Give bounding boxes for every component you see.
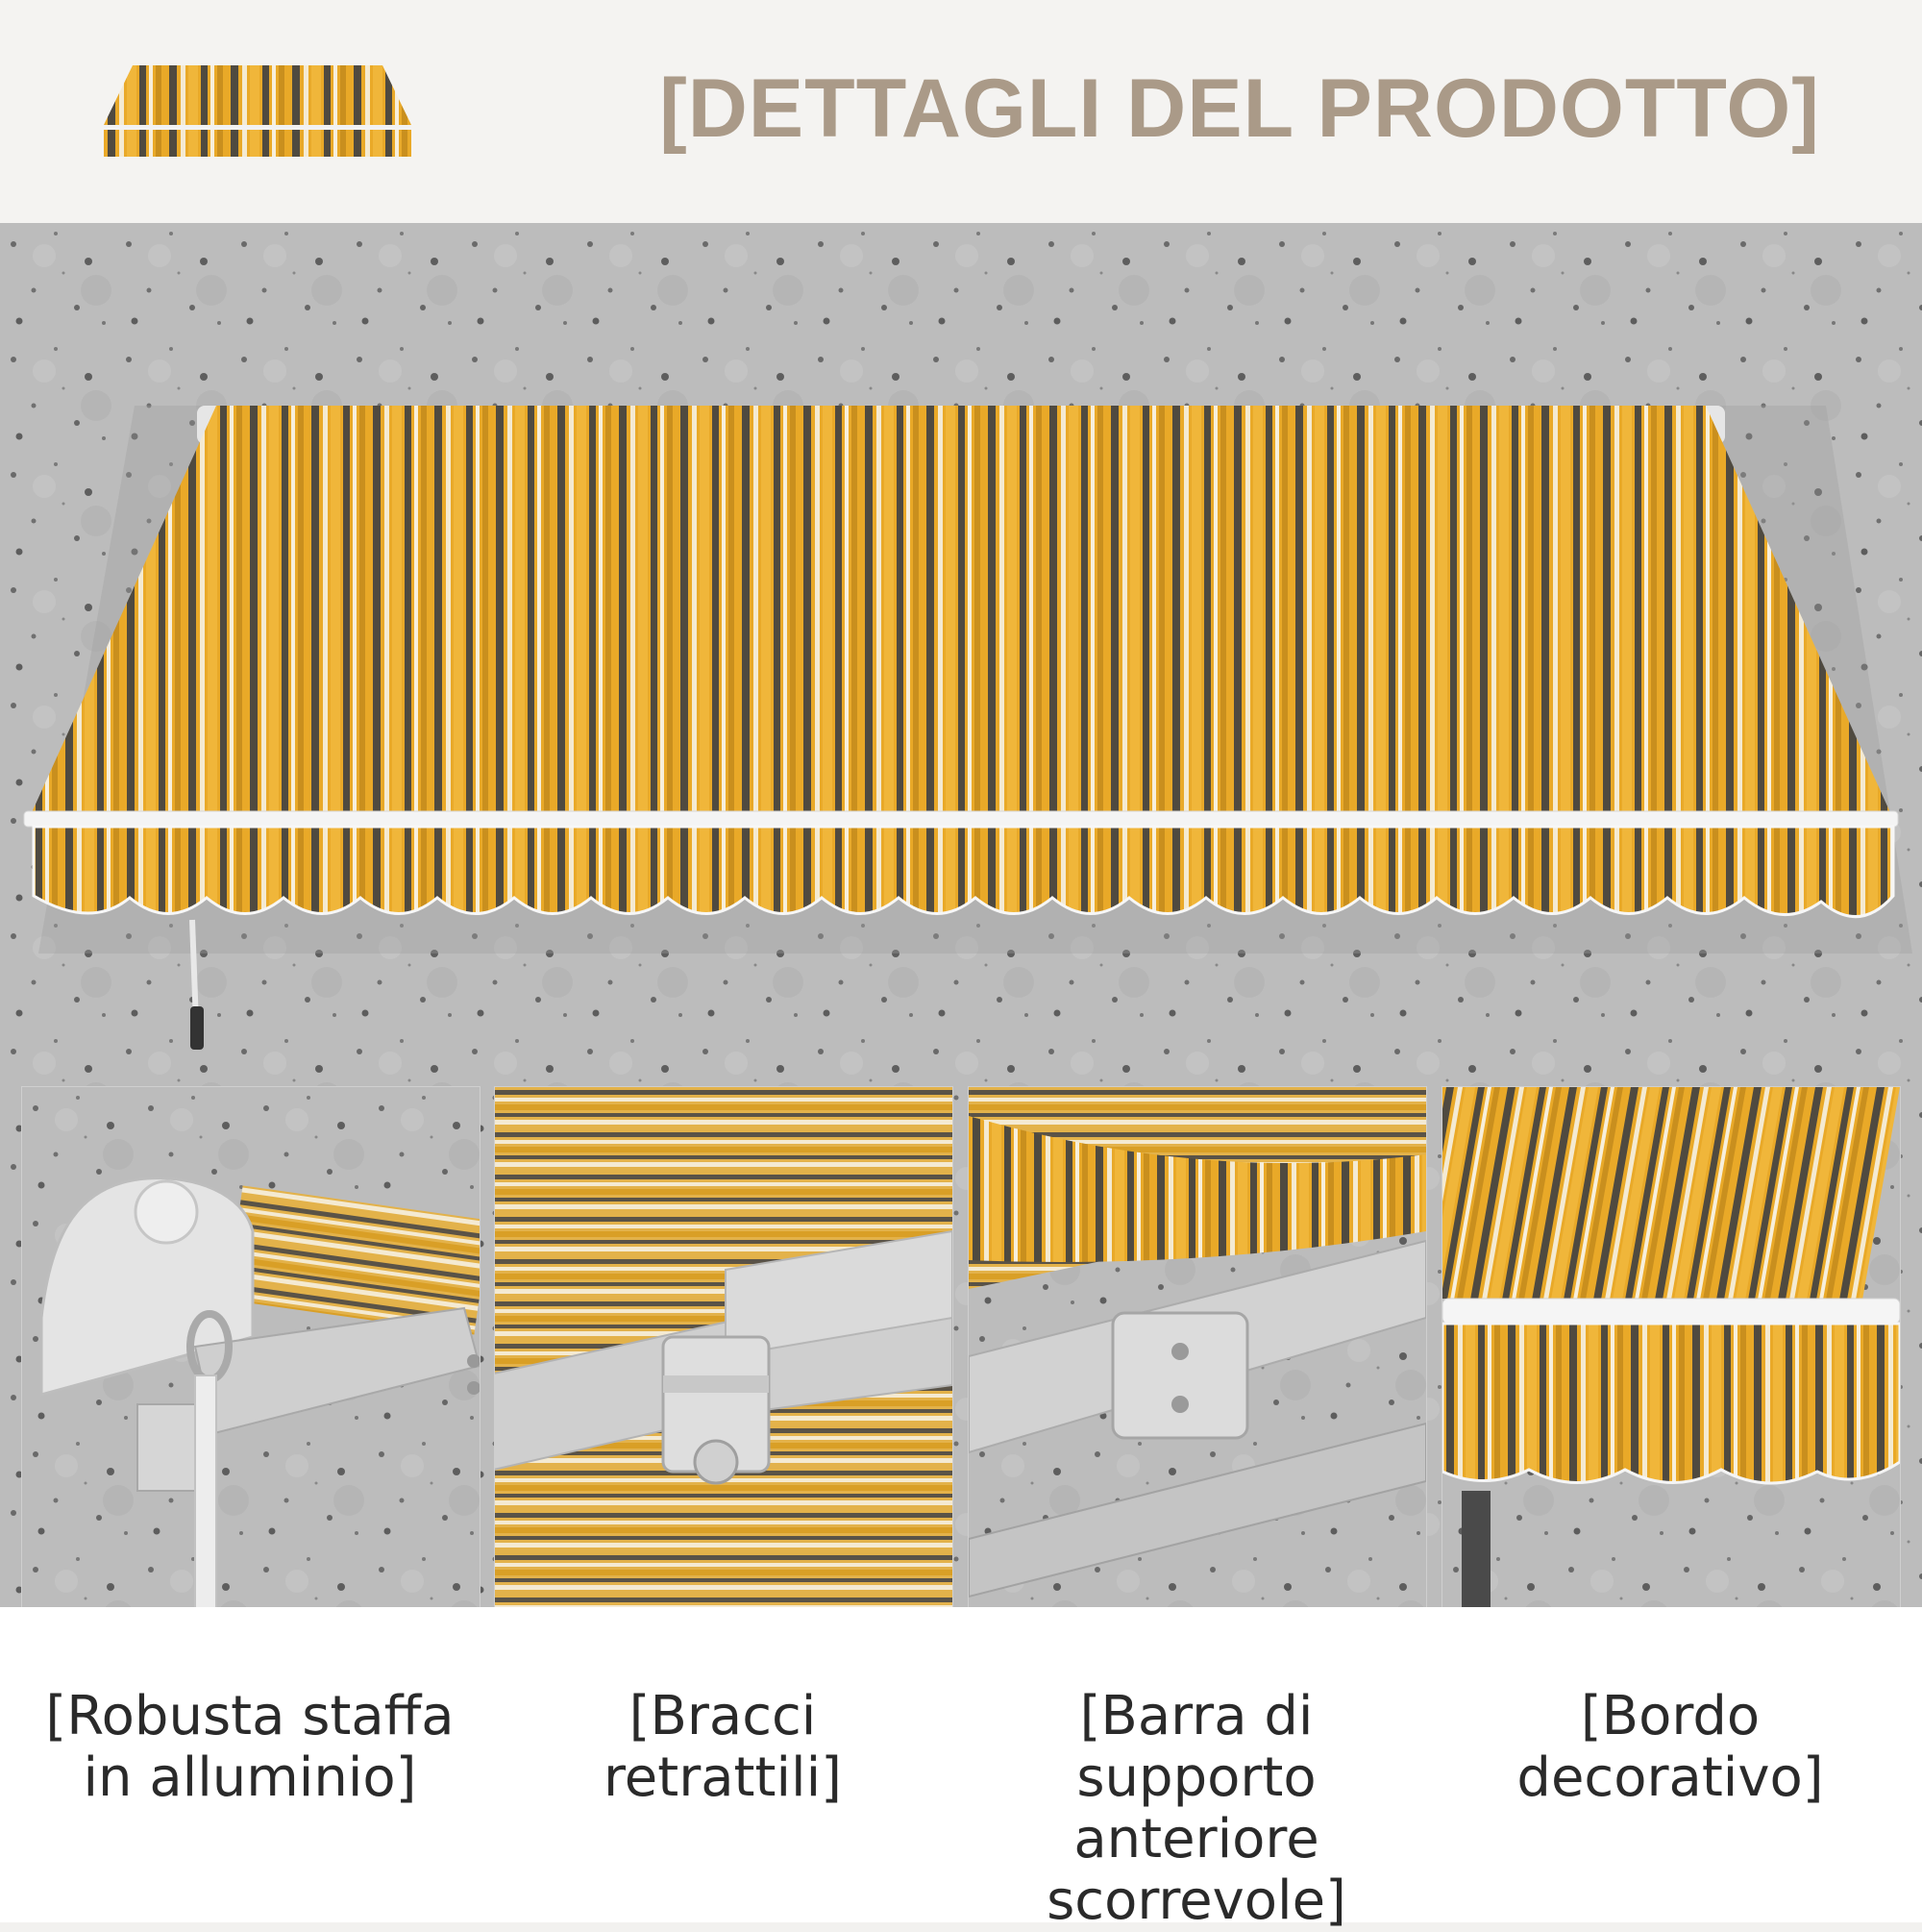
caption-line: scorrevole] (1047, 1870, 1346, 1932)
valance-scalloped-edge (32, 825, 1895, 918)
detail-front-bar (968, 1086, 1427, 1632)
awning-canopy (29, 406, 1893, 819)
caption-arms: [Bracci retrattili] (487, 1686, 958, 1809)
detail-arms (494, 1086, 953, 1632)
captions-area (0, 1607, 1922, 1922)
caption-front-bar: [Barra di supporto anteriore scorrevole] (961, 1686, 1432, 1932)
detail-bracket (21, 1086, 480, 1632)
caption-line: decorativo] (1516, 1746, 1824, 1809)
caption-line: retrattili] (604, 1746, 842, 1809)
page-title: [DETTAGLI DEL PRODOTTO] (659, 62, 1820, 155)
caption-line: [Robusta staffa (45, 1685, 455, 1747)
detail-valance (1442, 1086, 1901, 1632)
caption-line: [Bracci (628, 1685, 817, 1747)
caption-line: [Barra di (1079, 1685, 1314, 1747)
awning-thumbnail-icon (104, 65, 411, 157)
caption-line: in alluminio] (83, 1746, 417, 1809)
caption-bracket: [Robusta staffa in alluminio] (14, 1686, 485, 1809)
awning-main-image (23, 406, 1912, 1051)
arm-joint-icon (495, 1087, 952, 1631)
front-bar (23, 810, 1899, 828)
header-bar: [DETTAGLI DEL PRODOTTO] (0, 0, 1922, 223)
caption-valance: [Bordo decorativo] (1435, 1686, 1906, 1809)
caption-line: [Bordo (1580, 1685, 1761, 1747)
front-bar-icon (969, 1087, 1426, 1631)
bracket-icon (22, 1087, 480, 1631)
caption-line: supporto anteriore (1073, 1746, 1319, 1870)
valance-icon (1442, 1087, 1900, 1631)
